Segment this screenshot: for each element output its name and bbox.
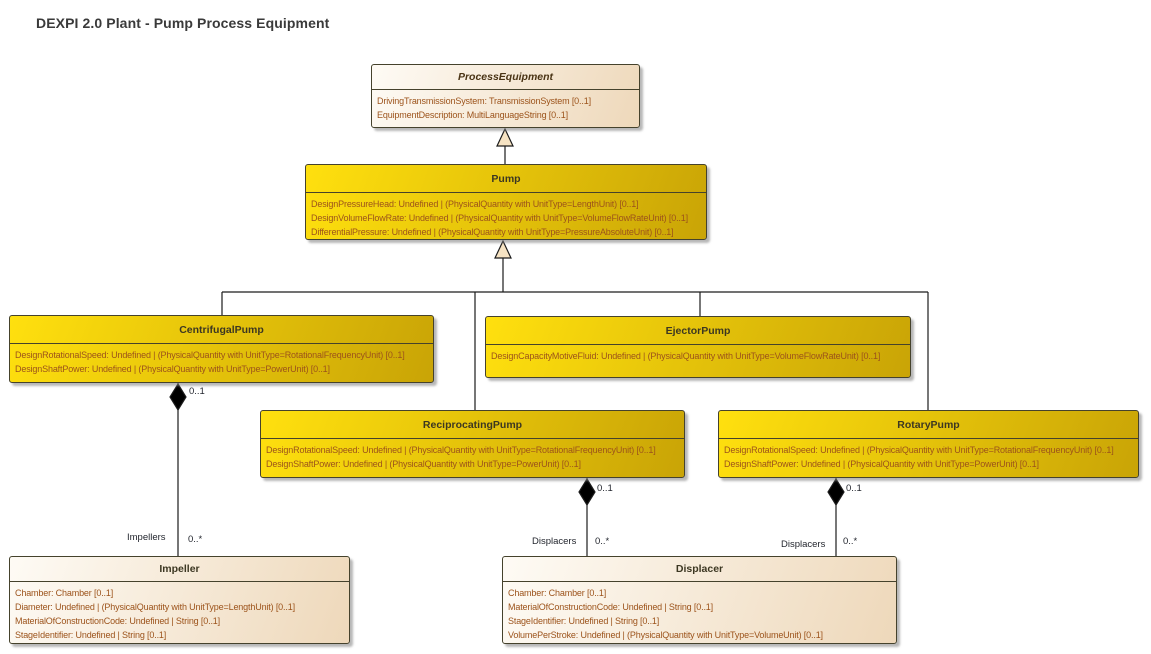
class-attributes: DesignRotationalSpeed: Undefined | (Phys… xyxy=(719,439,1138,473)
composition-rotarypump-displacer xyxy=(827,477,845,556)
attribute: DesignRotationalSpeed: Undefined | (Phys… xyxy=(266,445,656,455)
composition-diamond-icon xyxy=(827,477,845,507)
composition-reciprocatingpump-displacer xyxy=(578,477,596,556)
class-title: CentrifugalPump xyxy=(10,316,433,344)
class-centrifugalpump[interactable]: CentrifugalPump DesignRotationalSpeed: U… xyxy=(9,315,434,383)
role-displacers-label: Displacers xyxy=(781,539,826,550)
class-title: RotaryPump xyxy=(719,411,1138,439)
class-attributes: DrivingTransmissionSystem: TransmissionS… xyxy=(372,90,639,124)
role-impellers-label: Impellers xyxy=(127,532,166,543)
role-displacers-label: Displacers xyxy=(532,536,577,547)
class-title: EjectorPump xyxy=(486,317,910,345)
class-impeller[interactable]: Impeller Chamber: Chamber [0..1] Diamete… xyxy=(9,556,350,644)
class-attributes: DesignCapacityMotiveFluid: Undefined | (… xyxy=(486,345,910,365)
class-attributes: DesignRotationalSpeed: Undefined | (Phys… xyxy=(10,344,433,378)
class-title: ProcessEquipment xyxy=(372,65,639,90)
mult-reciprocating-source: 0..1 xyxy=(597,483,613,494)
generalization-triangle-icon xyxy=(496,127,514,147)
class-attributes: Chamber: Chamber [0..1] MaterialOfConstr… xyxy=(503,582,896,643)
generalization-pump-to-processequipment xyxy=(496,127,514,164)
class-title: ReciprocatingPump xyxy=(261,411,684,439)
attribute: DesignVolumeFlowRate: Undefined | (Physi… xyxy=(311,213,688,223)
class-attributes: DesignPressureHead: Undefined | (Physica… xyxy=(306,193,706,239)
class-attributes: DesignRotationalSpeed: Undefined | (Phys… xyxy=(261,439,684,473)
class-pump[interactable]: Pump DesignPressureHead: Undefined | (Ph… xyxy=(305,164,707,240)
class-processequipment[interactable]: ProcessEquipment DrivingTransmissionSyst… xyxy=(371,64,640,128)
attribute: MaterialOfConstructionCode: Undefined | … xyxy=(508,602,713,612)
mult-centrifugal-source: 0..1 xyxy=(189,386,205,397)
attribute: Diameter: Undefined | (PhysicalQuantity … xyxy=(15,602,295,612)
attribute: DesignRotationalSpeed: Undefined | (Phys… xyxy=(15,350,405,360)
composition-diamond-icon xyxy=(169,382,187,412)
attribute: EquipmentDescription: MultiLanguageStrin… xyxy=(377,110,568,120)
composition-centrifugalpump-impeller xyxy=(169,382,187,556)
attribute: VolumePerStroke: Undefined | (PhysicalQu… xyxy=(508,630,823,640)
attribute: DesignPressureHead: Undefined | (Physica… xyxy=(311,199,639,209)
attribute: StageIdentifier: Undefined | String [0..… xyxy=(508,616,660,626)
attribute: DesignShaftPower: Undefined | (PhysicalQ… xyxy=(724,459,1039,469)
class-reciprocatingpump[interactable]: ReciprocatingPump DesignRotationalSpeed:… xyxy=(260,410,685,478)
class-title: Pump xyxy=(306,165,706,193)
attribute: DesignShaftPower: Undefined | (PhysicalQ… xyxy=(15,364,330,374)
class-attributes: Chamber: Chamber [0..1] Diameter: Undefi… xyxy=(10,582,349,643)
attribute: DrivingTransmissionSystem: TransmissionS… xyxy=(377,96,591,106)
generalization-tree-to-pump xyxy=(221,239,929,410)
attribute: Chamber: Chamber [0..1] xyxy=(15,588,114,598)
attribute: DesignCapacityMotiveFluid: Undefined | (… xyxy=(491,351,881,361)
attribute: Chamber: Chamber [0..1] xyxy=(508,588,607,598)
mult-displacer-target: 0..* xyxy=(595,536,610,547)
mult-displacer-target: 0..* xyxy=(843,536,858,547)
attribute: DifferentialPressure: Undefined | (Physi… xyxy=(311,227,674,237)
generalization-triangle-icon xyxy=(494,239,512,259)
mult-rotary-source: 0..1 xyxy=(846,483,862,494)
class-title: Impeller xyxy=(10,557,349,582)
attribute: StageIdentifier: Undefined | String [0..… xyxy=(15,630,167,640)
diagram-title: DEXPI 2.0 Plant - Pump Process Equipment xyxy=(36,15,330,31)
composition-diamond-icon xyxy=(578,477,596,507)
attribute: MaterialOfConstructionCode: Undefined | … xyxy=(15,616,220,626)
class-displacer[interactable]: Displacer Chamber: Chamber [0..1] Materi… xyxy=(502,556,897,644)
mult-impeller-target: 0..* xyxy=(188,534,203,545)
class-title: Displacer xyxy=(503,557,896,582)
attribute: DesignShaftPower: Undefined | (PhysicalQ… xyxy=(266,459,581,469)
class-rotarypump[interactable]: RotaryPump DesignRotationalSpeed: Undefi… xyxy=(718,410,1139,478)
attribute: DesignRotationalSpeed: Undefined | (Phys… xyxy=(724,445,1114,455)
class-ejectorpump[interactable]: EjectorPump DesignCapacityMotiveFluid: U… xyxy=(485,316,911,378)
